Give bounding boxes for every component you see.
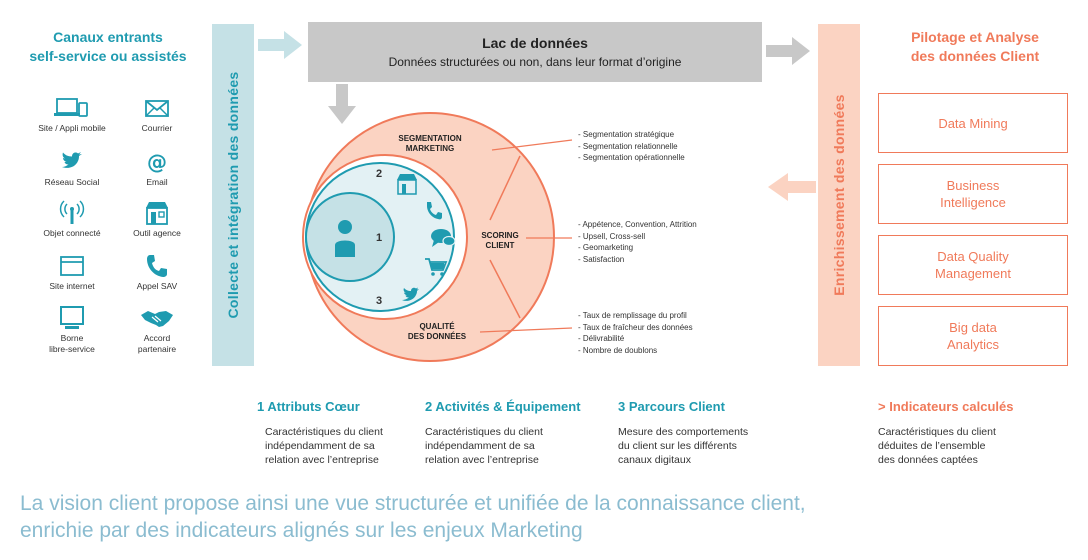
storefront-icon: [146, 202, 168, 225]
box-data-mining: Data Mining: [878, 93, 1068, 153]
col-title-parcours-client: 3 Parcours Client: [618, 399, 725, 414]
svg-text:@: @: [147, 150, 167, 174]
ring-number-2: 2: [376, 168, 383, 180]
arrow-to-lake: [258, 31, 302, 59]
qualite-donnees-label: QUALITÉ DES DONNÉES: [407, 322, 467, 341]
col-title-attributs-coeur: 1 Attributs Cœur: [257, 399, 360, 414]
connector-segmentation: [491, 139, 573, 151]
browser-window-icon: [60, 256, 84, 276]
segmentation-marketing-label: SEGMENTATION MARKETING: [398, 134, 462, 153]
arrow-to-enrichment: [766, 37, 810, 65]
ring-number-3: 3: [376, 295, 383, 307]
scoring-client-label: SCORING CLIENT: [481, 231, 519, 250]
col-text-attributs-coeur: Caractéristiques du client indépendammen…: [265, 426, 383, 466]
channel-site-appli-mobile: Site / Appli mobile: [32, 95, 112, 134]
collecte-integration-bar: Collecte et intégration des données: [212, 24, 254, 366]
handshake-icon: [141, 311, 173, 327]
channel-reseau-social: Réseau Social: [32, 149, 112, 188]
col-title-indicateurs-calcules: > Indicateurs calculés: [878, 399, 1014, 414]
kiosk-monitor-icon: [60, 306, 84, 329]
data-lake-box: Lac de données Données structurées ou no…: [308, 22, 762, 82]
shopping-cart-icon: [425, 258, 448, 276]
enrichissement-bar: Enrichissement des données: [818, 24, 860, 366]
arrow-to-circle: [328, 84, 356, 124]
wireless-signal-icon: [59, 200, 85, 224]
arrow-from-enrichment: [768, 173, 816, 201]
channel-email: @ Email: [117, 149, 197, 188]
incoming-channels-title: Canaux entrants self-service ou assistés: [29, 29, 187, 64]
channel-site-internet: Site internet: [32, 253, 112, 292]
divider-segmentation-scoring: [489, 155, 521, 221]
twitter-bird-icon: [62, 152, 82, 168]
devices-icon: [54, 98, 88, 117]
channel-objet-connecte: Objet connecté: [32, 200, 112, 239]
ring-core-attributes: [305, 192, 395, 282]
channel-appel-sav: Appel SAV: [117, 253, 197, 292]
ring-twitter-icon: [402, 287, 419, 301]
phone-icon: [147, 255, 167, 277]
ring-phone-icon: [427, 202, 442, 220]
scoring-bullets: - Appétence, Convention, Attrition - Ups…: [578, 220, 697, 264]
chat-bubbles-icon: [431, 229, 456, 247]
flow-diagram: [258, 31, 816, 362]
person-icon: [335, 220, 355, 257]
footer-statement: La vision client propose ainsi une vue s…: [20, 492, 806, 542]
envelope-icon: [145, 100, 169, 117]
col-text-parcours-client: Mesure des comportements du client sur l…: [618, 426, 749, 466]
store-icon: [397, 174, 417, 195]
segmentation-bullets: - Segmentation stratégique - Segmentatio…: [578, 130, 685, 162]
ring-number-1: 1: [376, 232, 383, 244]
quality-bullets: - Taux de remplissage du profil - Taux d…: [578, 311, 693, 355]
col-text-indicateurs-calcules: Caractéristiques du client déduites de l…: [878, 426, 996, 466]
connector-quality: [479, 327, 573, 333]
analysis-title: Pilotage et Analyse des données Client: [910, 29, 1040, 64]
col-text-activites-equipement: Caractéristiques du client indépendammen…: [425, 426, 543, 466]
at-sign-icon: @: [147, 150, 167, 174]
channel-outil-agence: Outil agence: [117, 200, 197, 239]
col-title-activites-equipement: 2 Activités & Équipement: [425, 399, 581, 414]
divider-scoring-quality: [489, 259, 521, 319]
channel-courrier: Courrier: [117, 95, 197, 134]
